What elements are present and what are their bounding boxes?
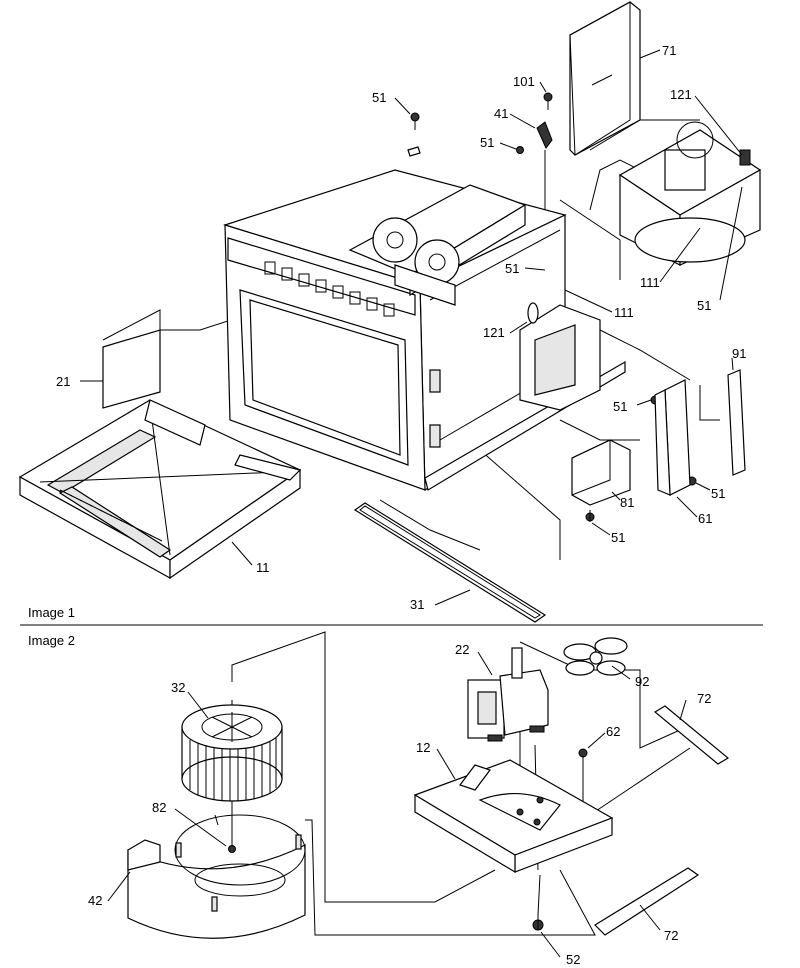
screw-51-top [407,112,421,157]
screw-51-lower [585,510,595,522]
callout-32: 32 [171,680,185,695]
top-gear-housing [348,184,527,306]
part-42-blower-housing [127,814,306,939]
part-121-bracket [519,302,601,411]
callout-121: 121 [483,325,505,340]
callout-51: 51 [613,399,627,414]
fan-motor-assembly [618,121,762,266]
callout-121: 121 [670,87,692,102]
callout-51: 51 [711,486,725,501]
part-72-strip-upper [653,705,730,765]
image-1-assembly: 51 71 101 41 51 121 111 51 51 111 121 91… [18,1,762,623]
image-1-leaders [80,49,743,606]
callout-72: 72 [697,691,711,706]
part-32-blower-wheel [181,704,283,802]
part-72-strip-lower [594,867,700,936]
callout-81: 81 [620,495,634,510]
callout-41: 41 [494,106,508,121]
callout-51: 51 [611,530,625,545]
part-91-strip [727,369,746,476]
part-31-rail [353,502,547,623]
callout-82: 82 [152,800,166,815]
callout-51: 51 [480,135,494,150]
callout-11: 11 [256,560,270,575]
callout-51: 51 [505,261,519,276]
part-22-motor [467,647,549,742]
callout-31: 31 [410,597,424,612]
callout-21: 21 [56,374,70,389]
callout-71: 71 [662,43,676,58]
callout-111: 111 [614,305,634,320]
callout-22: 22 [455,642,469,657]
part-61-channel [654,379,691,496]
part-82-screw [228,845,236,853]
part-81-bracket [571,439,631,506]
part-92-fan-blade [563,637,628,676]
callout-51: 51 [372,90,386,105]
part-62-screw [578,748,588,768]
callout-12: 12 [416,740,430,755]
part-52-screw [532,915,544,931]
callout-92: 92 [635,674,649,689]
section-title-image-1: Image 1 [28,605,75,620]
part-41-clip [536,121,553,149]
callout-42: 42 [88,893,102,908]
part-21-panel [102,329,161,409]
callout-51: 51 [697,298,711,313]
part-101-screw [543,92,553,110]
part-11-base-tray [18,399,302,580]
callout-101: 101 [513,74,535,89]
callout-62: 62 [606,724,620,739]
image-2-leaders [107,651,687,958]
screw-51-mid [516,146,524,154]
section-title-image-2: Image 2 [28,633,75,648]
part-71-shield [569,1,641,156]
image-2-assembly: Image 2 [28,631,730,967]
part-12-bracket [413,759,614,874]
callout-52: 52 [566,952,580,967]
callout-61: 61 [698,511,712,526]
callout-91: 91 [732,346,746,361]
callout-111: 111 [640,275,660,290]
callout-72: 72 [664,928,678,943]
